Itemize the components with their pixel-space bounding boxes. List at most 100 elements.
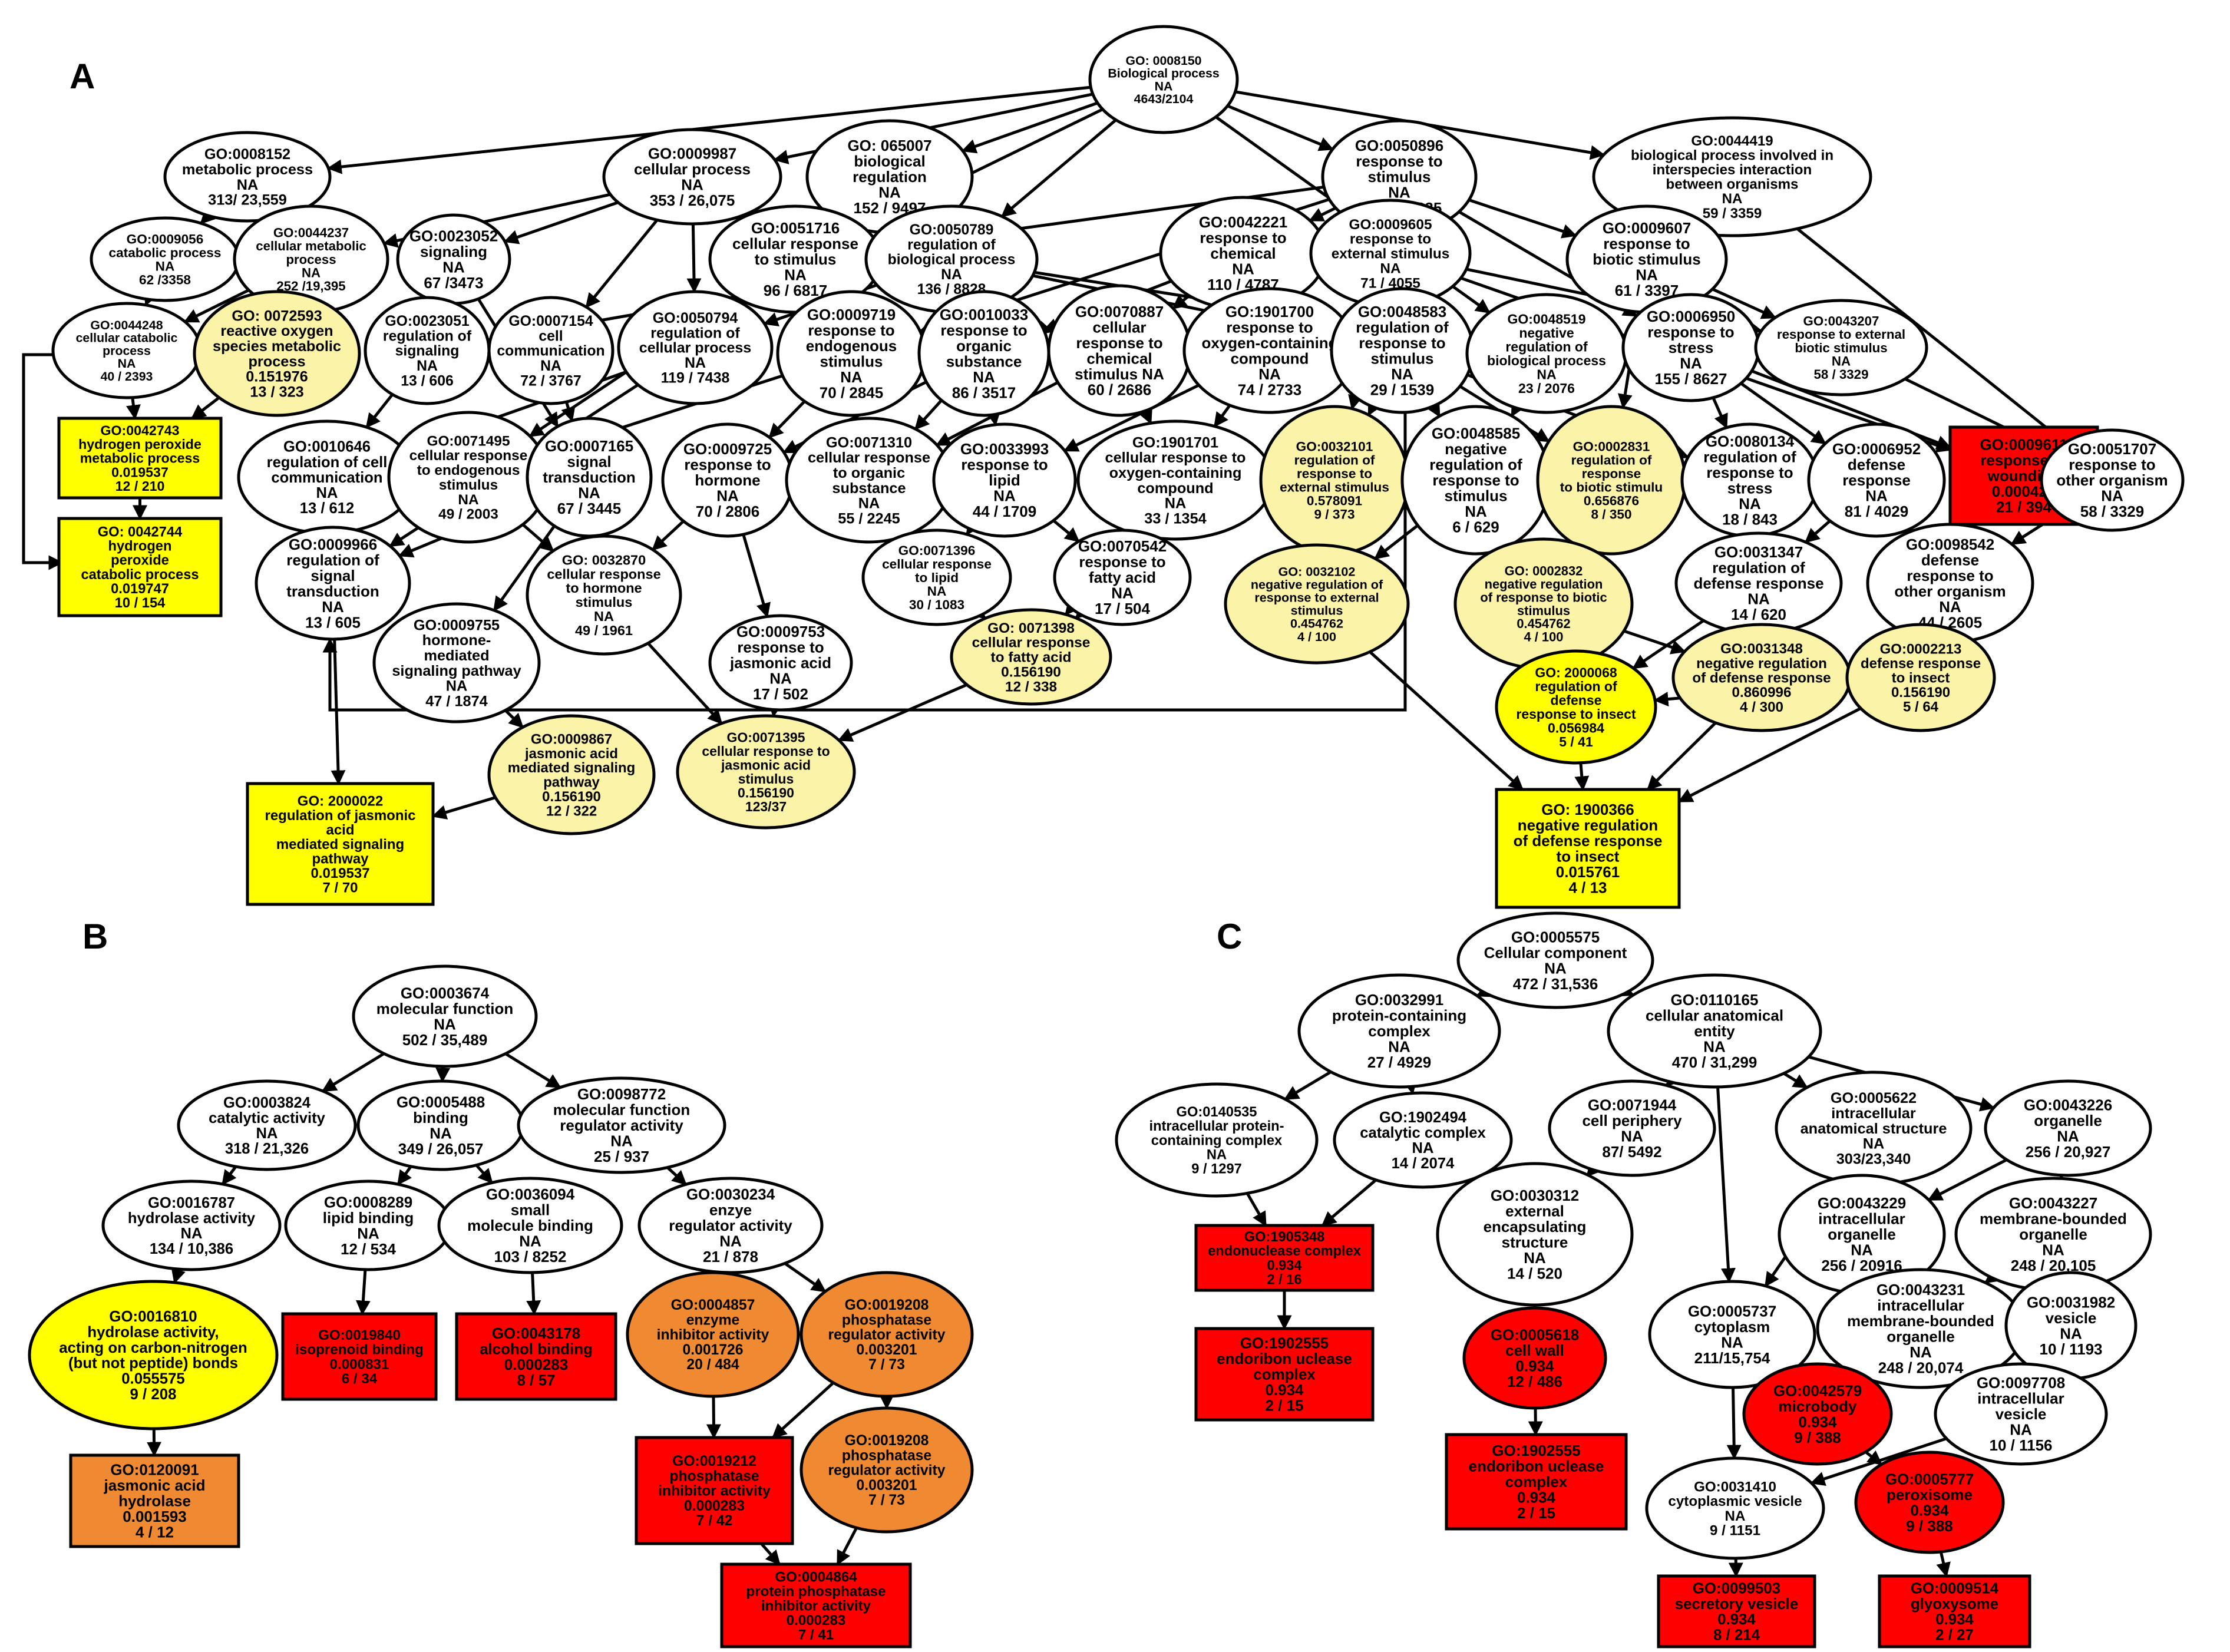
go-node-line: 70 / 2845 <box>820 384 883 401</box>
go-node-line: 7 / 73 <box>868 1357 905 1373</box>
edge-arrow <box>504 709 524 729</box>
go-node-box <box>1445 1433 1628 1531</box>
go-node-line: GO:0007154 <box>508 313 593 329</box>
go-node-line: catalytic complex <box>1360 1125 1486 1141</box>
go-node-line: GO:0010646 <box>283 439 371 455</box>
go-node-line: encapsulating <box>1484 1218 1587 1235</box>
go-node-line: intracellular <box>1977 1390 2064 1407</box>
go-node-line: regulation of <box>1505 339 1588 354</box>
go-node-line: NA <box>118 356 136 371</box>
go-node-line: negative regulation <box>1485 577 1603 592</box>
go-node-line: stimulus <box>738 771 794 787</box>
go-node-line: NA <box>442 258 465 276</box>
edge-arrow <box>652 520 685 551</box>
go-node-line: 134 / 10,386 <box>150 1241 233 1257</box>
go-node-line: response to <box>684 456 771 474</box>
go-node-line: cellular response <box>808 450 930 466</box>
go-node-line: GO:0009867 <box>531 731 612 747</box>
go-node-ellipse <box>1807 422 1946 538</box>
go-node-line: 256 / 20,927 <box>2026 1143 2111 1161</box>
edge-arrow <box>1677 707 1862 803</box>
edge-arrow <box>561 401 576 422</box>
go-node-line: regulator activity <box>828 1327 946 1343</box>
go-node-line: 0.000831 <box>330 1356 389 1372</box>
go-node-line: GO:0044419 <box>1691 133 1773 149</box>
go-node-line: cytoplasm <box>1694 1318 1770 1336</box>
go-node-line: response to <box>1350 232 1431 247</box>
go-node-line: 0.000283 <box>684 1498 745 1514</box>
go-node-line: GO:0003824 <box>223 1095 311 1111</box>
go-node-line: 14 / 520 <box>1507 1264 1562 1282</box>
go-node-line: NA <box>1636 266 1658 284</box>
go-node-line: acid <box>326 822 354 838</box>
edge-arrow <box>768 400 806 439</box>
go-node-line: NA <box>322 598 344 616</box>
go-node-line: NA <box>685 355 706 371</box>
go-node-line: 0.934 <box>1517 1489 1556 1506</box>
go-node-line: inhibitor activity <box>657 1327 769 1343</box>
go-node-line: organelle <box>1828 1225 1896 1243</box>
go-node-line: jasmonic acid <box>524 746 618 762</box>
go-node-line: 248 / 20,074 <box>1878 1359 1964 1376</box>
go-node-line: hormone <box>695 471 760 489</box>
edge-arrow <box>771 1382 835 1439</box>
go-node-line: NA <box>594 609 614 624</box>
edge-arrow <box>1510 401 1525 418</box>
go-node-line: 60 / 2686 <box>1088 381 1151 398</box>
go-node-ellipse <box>487 714 656 835</box>
go-node-line: NA <box>1865 487 1888 505</box>
go-node-line: cell wall <box>1505 1342 1564 1359</box>
go-node-line: NA <box>1111 584 1134 602</box>
go-node-line: reactive oxygen <box>220 323 333 339</box>
go-node-line: 81 / 4029 <box>1845 503 1908 520</box>
go-node-line: GO:0043178 <box>492 1324 580 1342</box>
go-node-line: 0.156190 <box>1891 685 1950 701</box>
go-node-line: GO:0016810 <box>109 1309 197 1325</box>
go-node-line: hydrogen peroxide <box>78 437 201 452</box>
go-node-line: regulation of <box>1703 448 1796 465</box>
go-node-line: 0.156190 <box>738 785 794 800</box>
go-node-line: GO:0036094 <box>486 1185 575 1203</box>
go-node-line: signaling <box>395 343 460 359</box>
go-node-line: GO:0071395 <box>727 729 805 745</box>
go-node-line: Cellular component <box>1484 944 1627 962</box>
edge-arrow <box>585 219 659 309</box>
go-node-line: stimulus <box>820 352 883 370</box>
edge-arrow <box>784 1262 827 1293</box>
go-node-ellipse <box>177 1079 357 1171</box>
go-node-ellipse <box>617 290 774 405</box>
go-node-line: protein phosphatase <box>746 1584 886 1600</box>
go-node-ellipse <box>676 714 856 830</box>
go-node-line: NA <box>681 176 703 193</box>
go-node-ellipse <box>1754 299 1928 397</box>
edge-arrow <box>1227 104 1334 151</box>
go-node-line: defense <box>1551 692 1602 708</box>
go-node-line: response to <box>1706 464 1793 481</box>
go-node-line: GO:0005777 <box>1885 1470 1974 1488</box>
go-node-line: isoprenoid binding <box>295 1342 424 1358</box>
go-node-line: GO:1901700 <box>1225 303 1314 321</box>
edge-arrow <box>431 796 496 820</box>
go-node-line: GO:0043229 <box>1818 1194 1906 1212</box>
go-node-box <box>1194 1224 1375 1292</box>
